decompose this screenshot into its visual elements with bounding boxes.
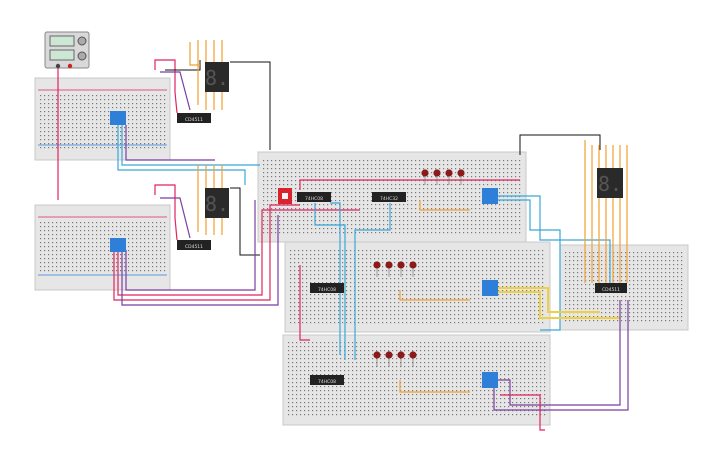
led [409, 351, 417, 359]
led-group [373, 169, 465, 367]
chip-right-row3[interactable]: 74HC08 [310, 375, 344, 385]
seven-segment-right[interactable]: 8. [597, 168, 623, 198]
led [373, 261, 381, 269]
led [421, 169, 429, 177]
led [385, 261, 393, 269]
led [445, 169, 453, 177]
breadboard-holes [40, 95, 683, 416]
led [409, 261, 417, 269]
chip-left-top[interactable]: CD4511 [177, 113, 211, 123]
dip-switch-left-bottom[interactable] [110, 238, 126, 252]
seven-segment-bottom-left[interactable]: 8. [205, 188, 229, 218]
push-button[interactable] [278, 188, 292, 204]
led [397, 261, 405, 269]
led [385, 351, 393, 359]
chip-left-bottom[interactable]: CD4511 [177, 240, 211, 250]
led [457, 169, 465, 177]
chip-right-row2[interactable]: 74HC08 [310, 283, 344, 293]
wire-layer [57, 40, 629, 431]
power-supply[interactable] [44, 31, 90, 69]
breadboard-left-top[interactable] [34, 77, 171, 161]
chip-right-row1-a[interactable]: 74HC08 [297, 192, 331, 202]
chip-right-main[interactable]: CD4511 [595, 283, 627, 293]
breadboard-left-bottom[interactable] [34, 204, 171, 291]
seven-segment-top-left[interactable]: 8. [205, 62, 229, 92]
chip-right-row1-b[interactable]: 74HC32 [372, 192, 406, 202]
dip-switch-right-row2[interactable] [482, 280, 498, 296]
dip-switch-right-row3[interactable] [482, 372, 498, 388]
led [433, 169, 441, 177]
led [397, 351, 405, 359]
dip-switch-right-row1[interactable] [482, 188, 498, 204]
dip-switch-left-top[interactable] [110, 111, 126, 125]
led [373, 351, 381, 359]
